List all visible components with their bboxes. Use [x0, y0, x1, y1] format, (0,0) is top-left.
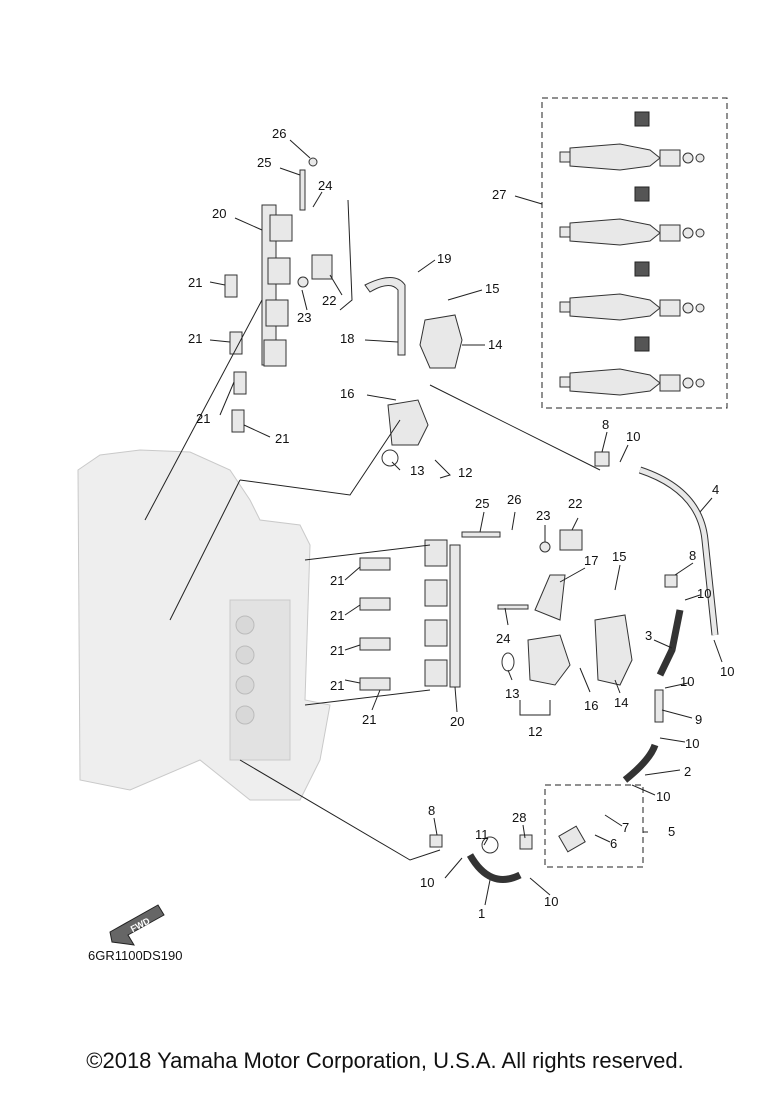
callout-17: 17 [584, 553, 598, 568]
copyright-notice: ©2018 Yamaha Motor Corporation, U.S.A. A… [86, 1048, 684, 1073]
callout-18: 18 [340, 331, 354, 346]
callout-16-upper: 16 [340, 386, 354, 401]
callout-13-upper: 13 [410, 463, 424, 478]
callout-23-lower: 23 [536, 508, 550, 523]
callout-8-c: 8 [428, 803, 435, 818]
callout-10-f: 10 [656, 789, 670, 804]
callout-14-upper: 14 [488, 337, 502, 352]
injector-set-box [541, 97, 728, 409]
upper-fuel-rail [224, 157, 463, 467]
callout-22-upper: 22 [322, 293, 336, 308]
callout-8-a: 8 [602, 417, 609, 432]
leader-lines [144, 139, 723, 906]
callout-7: 7 [622, 820, 629, 835]
callout-21-g: 21 [330, 643, 344, 658]
callout-10-h: 10 [544, 894, 558, 909]
callout-21-a: 21 [188, 275, 202, 290]
callout-10-g: 10 [420, 875, 434, 890]
callout-11: 11 [475, 827, 489, 842]
callout-10-e: 10 [685, 736, 699, 751]
callout-22-lower: 22 [568, 496, 582, 511]
callout-labels: 26 25 24 20 21 22 19 15 23 18 14 21 16 2… [188, 126, 734, 921]
callout-21-e: 21 [330, 573, 344, 588]
callout-8-b: 8 [689, 548, 696, 563]
callout-10-a: 10 [626, 429, 640, 444]
callout-12-lower: 12 [528, 724, 542, 739]
callout-24-lower: 24 [496, 631, 510, 646]
callout-10-b: 10 [697, 586, 711, 601]
callout-10-c: 10 [720, 664, 734, 679]
fuel-system-diagram: FWD 6GR1100DS190 26 25 24 20 21 22 19 15… [77, 97, 734, 963]
callout-4: 4 [712, 482, 719, 497]
callout-21-b: 21 [188, 331, 202, 346]
callout-9: 9 [695, 712, 702, 727]
callout-20-upper: 20 [212, 206, 226, 221]
callout-21-d: 21 [275, 431, 289, 446]
callout-21-h: 21 [330, 678, 344, 693]
engine-block [77, 449, 331, 801]
callout-14-lower: 14 [614, 695, 628, 710]
callout-27: 27 [492, 187, 506, 202]
diagram-code: 6GR1100DS190 [88, 948, 182, 963]
callout-25-upper: 25 [257, 155, 271, 170]
callout-20-lower: 20 [450, 714, 464, 729]
callout-19: 19 [437, 251, 451, 266]
hoses [429, 451, 719, 883]
callout-10-d: 10 [680, 674, 694, 689]
callout-28: 28 [512, 810, 526, 825]
callout-24-upper: 24 [318, 178, 332, 193]
callout-21-c: 21 [196, 411, 210, 426]
callout-26-upper: 26 [272, 126, 286, 141]
callout-13-lower: 13 [505, 686, 519, 701]
callout-1: 1 [478, 906, 485, 921]
callout-21-f: 21 [330, 608, 344, 623]
callout-15-upper: 15 [485, 281, 499, 296]
callout-12-upper: 12 [458, 465, 472, 480]
callout-21-i: 21 [362, 712, 376, 727]
callout-23-upper: 23 [297, 310, 311, 325]
callout-16-lower: 16 [584, 698, 598, 713]
fwd-arrow-icon: FWD [109, 904, 165, 946]
callout-26-lower: 26 [507, 492, 521, 507]
lower-fuel-rail [359, 529, 633, 691]
callout-25-lower: 25 [475, 496, 489, 511]
callout-6: 6 [610, 836, 617, 851]
callout-5: 5 [668, 824, 675, 839]
callout-3: 3 [645, 628, 652, 643]
callout-15-lower: 15 [612, 549, 626, 564]
injector-set [559, 111, 705, 396]
callout-2: 2 [684, 764, 691, 779]
